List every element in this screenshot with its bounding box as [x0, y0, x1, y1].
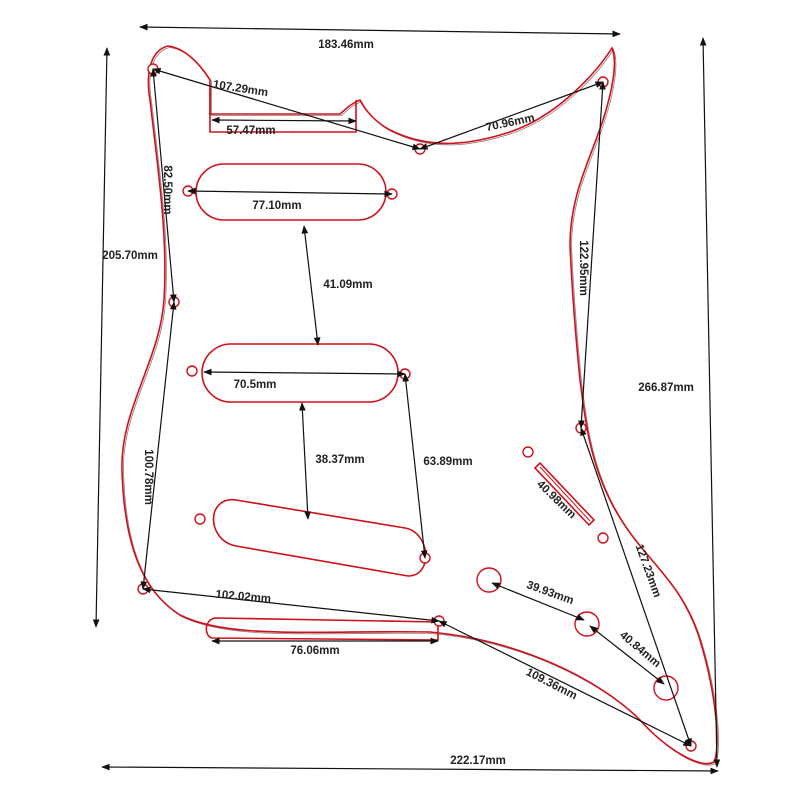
pot-hole-1	[476, 567, 502, 593]
label-bottom-cutout: 76.06mm	[290, 645, 339, 657]
dim-left-screw-top	[150, 68, 177, 303]
label-pot-1-2: 39.93mm	[525, 579, 575, 607]
dim-bottom-width	[101, 763, 719, 775]
dim-middle-bridge-gap	[299, 402, 311, 520]
dimension-lines	[92, 23, 721, 775]
dim-left-screw-bottom	[140, 301, 177, 590]
label-neck-middle-gap: 41.09mm	[323, 279, 372, 291]
label-left-height: 205.70mm	[102, 250, 158, 262]
label-middle-pickup: 70.5mm	[234, 379, 277, 391]
screw-hole	[597, 532, 609, 544]
screw-hole	[522, 446, 534, 458]
label-left-screw-bottom: 100.78mm	[142, 449, 154, 505]
label-top-width: 183.46mm	[318, 39, 374, 51]
label-middle-bridge-screw: 63.89mm	[423, 456, 472, 468]
label-screw-tl-mid: 107.29mm	[212, 79, 269, 100]
label-bottom-width: 222.17mm	[450, 755, 506, 767]
dim-bottom-center-right	[438, 620, 692, 747]
dim-bottom-left-center	[142, 586, 440, 624]
label-left-screw-top: 82.50mm	[161, 165, 173, 214]
label-right-screw-top: 122.95mm	[577, 240, 589, 296]
dim-screw-tl-mid	[152, 67, 421, 151]
bottom-cutout	[205, 617, 439, 641]
dim-pot-1-2	[491, 582, 585, 621]
dimension-labels: 183.46mm 222.17mm 205.70mm 266.87mm 107.…	[102, 39, 694, 767]
dim-top-width	[139, 23, 621, 38]
label-pot-2-3: 40.84mm	[617, 629, 662, 670]
dim-left-height	[92, 47, 111, 628]
dim-right-screw-top	[578, 81, 606, 429]
dim-neck-pickup	[187, 187, 393, 198]
screw-hole	[194, 513, 206, 525]
label-middle-bridge-gap: 38.37mm	[315, 454, 364, 466]
dim-middle-bridge-screw	[402, 373, 428, 559]
bridge-pickup-cutout	[212, 499, 427, 577]
dim-right-height	[699, 37, 721, 768]
label-neck-pocket: 57.47mm	[226, 125, 275, 137]
pot-hole-2	[574, 611, 600, 637]
dim-neck-pocket	[211, 116, 357, 125]
label-neck-pickup: 77.10mm	[252, 200, 301, 212]
label-right-height: 266.87mm	[638, 382, 694, 394]
dim-neck-middle-gap	[301, 225, 321, 346]
dim-screw-mid-tr	[419, 81, 604, 150]
screw-hole	[186, 365, 198, 377]
dim-middle-pickup	[203, 368, 406, 378]
screw-holes	[137, 63, 697, 752]
label-bottom-left-center: 102.02mm	[215, 589, 271, 606]
